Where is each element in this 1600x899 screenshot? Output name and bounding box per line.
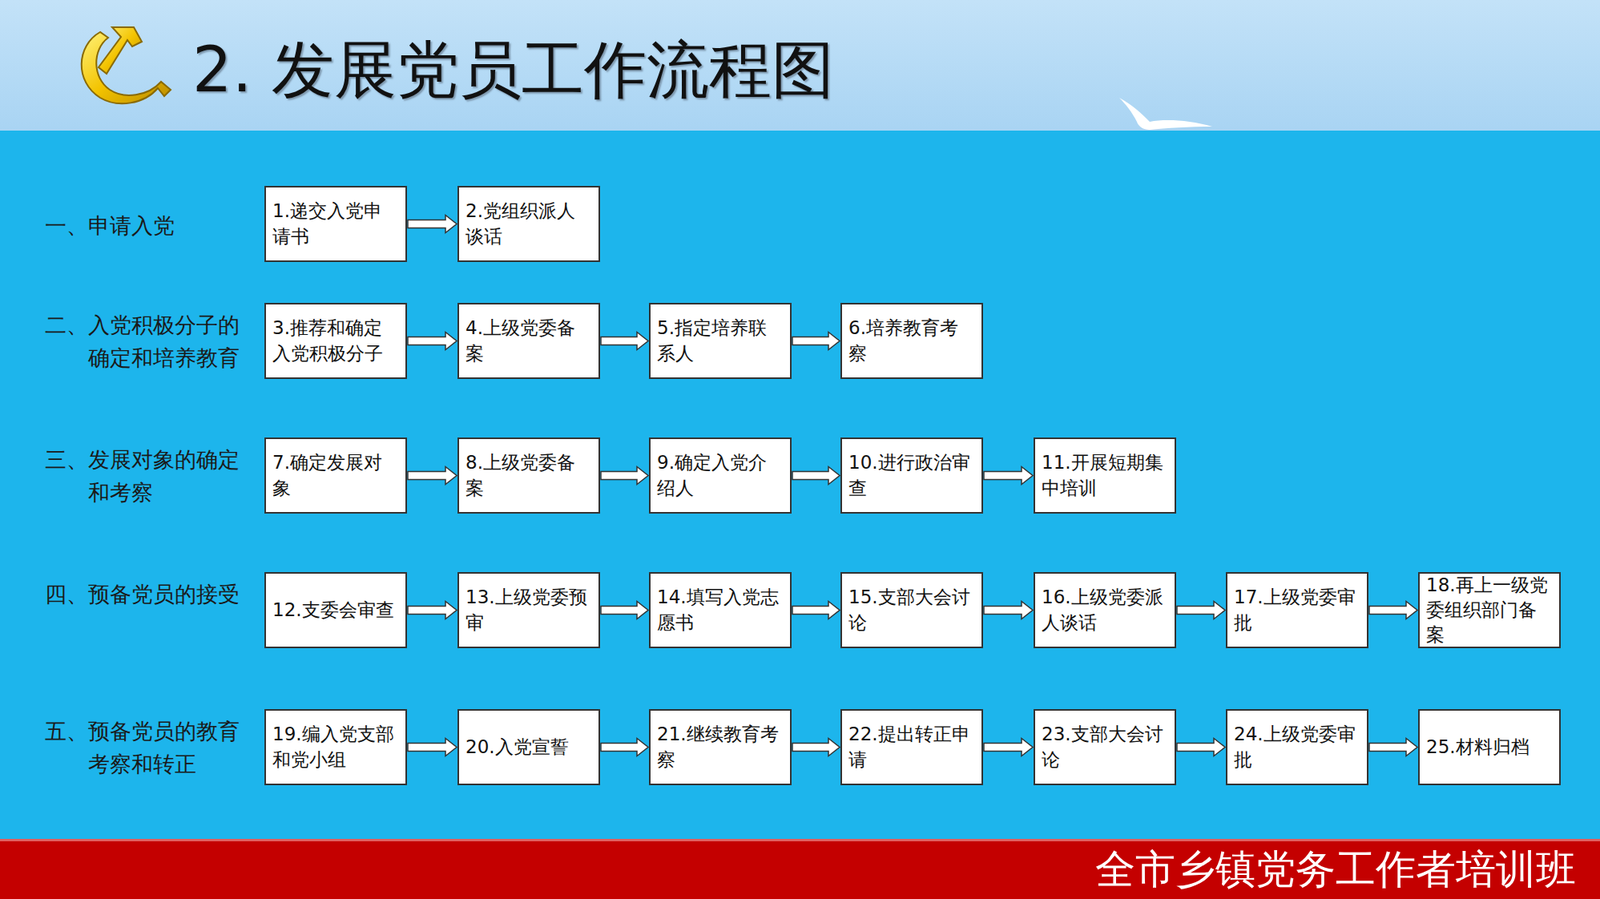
step-text: 1.递交入党申请书 bbox=[272, 198, 399, 249]
step-text: 18.再上一级党委组织部门备案 bbox=[1426, 572, 1553, 648]
stage-label: 五、预备党员的教育考察和转正 bbox=[44, 715, 254, 781]
step-text: 19.编入党支部和党小组 bbox=[272, 721, 399, 772]
process-box: 25.材料归档 bbox=[1418, 709, 1561, 786]
stage-label: 二、入党积极分子的确定和培养教育 bbox=[44, 309, 254, 375]
process-box: 3.推荐和确定入党积极分子 bbox=[264, 302, 408, 379]
step-text: 3.推荐和确定入党积极分子 bbox=[272, 315, 399, 366]
step-text: 11.开展短期集中培训 bbox=[1041, 450, 1169, 500]
flow-arrow bbox=[407, 332, 457, 351]
process-box: 17.上级党委审批 bbox=[1225, 572, 1369, 649]
step-text: 16.上级党委派人谈话 bbox=[1041, 584, 1169, 635]
step-text: 22.提出转正申请 bbox=[848, 721, 976, 772]
step-text: 5.指定培养联系人 bbox=[656, 315, 784, 366]
process-box: 24.上级党委审批 bbox=[1225, 709, 1369, 786]
footer-text: 全市乡镇党务工作者培训班 bbox=[1095, 847, 1576, 892]
flow-arrow bbox=[407, 467, 457, 485]
step-text: 2.党组织派人谈话 bbox=[465, 198, 593, 249]
step-text: 21.继续教育考察 bbox=[656, 721, 784, 772]
process-box: 1.递交入党申请书 bbox=[264, 185, 408, 262]
step-text: 6.培养教育考察 bbox=[848, 315, 976, 366]
process-box: 15.支部大会讨论 bbox=[840, 572, 984, 649]
step-text: 12.支委会审查 bbox=[272, 597, 395, 623]
stage-label: 四、预备党员的接受 bbox=[44, 578, 254, 612]
flow-arrow bbox=[792, 738, 840, 757]
flow-arrow bbox=[983, 467, 1033, 485]
process-box: 2.党组织派人谈话 bbox=[457, 185, 601, 262]
flow-arrow bbox=[1176, 738, 1226, 757]
process-box: 22.提出转正申请 bbox=[840, 709, 984, 786]
step-text: 13.上级党委预审 bbox=[465, 584, 593, 635]
flow-arrow bbox=[1369, 738, 1418, 757]
process-box: 8.上级党委备案 bbox=[457, 437, 601, 514]
flow-arrow bbox=[407, 738, 457, 757]
step-text: 17.上级党委审批 bbox=[1233, 584, 1361, 635]
process-box: 6.培养教育考察 bbox=[840, 302, 984, 379]
flow-arrow bbox=[407, 215, 457, 234]
process-box: 11.开展短期集中培训 bbox=[1033, 437, 1177, 514]
step-text: 8.上级党委备案 bbox=[465, 450, 593, 500]
step-text: 25.材料归档 bbox=[1426, 734, 1530, 760]
step-text: 7.确定发展对象 bbox=[272, 450, 399, 500]
process-box: 7.确定发展对象 bbox=[264, 437, 408, 514]
flow-arrow bbox=[792, 467, 840, 485]
step-text: 9.确定入党介绍人 bbox=[656, 450, 784, 500]
stage-label: 一、申请入党 bbox=[44, 209, 254, 243]
process-box: 16.上级党委派人谈话 bbox=[1033, 572, 1177, 649]
process-box: 18.再上一级党委组织部门备案 bbox=[1418, 572, 1561, 649]
flow-arrow bbox=[407, 601, 457, 620]
process-box: 19.编入党支部和党小组 bbox=[264, 709, 408, 786]
flow-arrow bbox=[1369, 601, 1418, 620]
flow-arrow bbox=[600, 738, 649, 757]
process-box: 12.支委会审查 bbox=[264, 572, 408, 649]
process-box: 4.上级党委备案 bbox=[457, 302, 601, 379]
process-box: 14.填写入党志愿书 bbox=[648, 572, 792, 649]
flow-arrow bbox=[600, 467, 649, 485]
step-text: 14.填写入党志愿书 bbox=[656, 584, 784, 635]
process-box: 5.指定培养联系人 bbox=[648, 302, 792, 379]
process-box: 20.入党宣誓 bbox=[457, 709, 601, 786]
stage-label: 三、发展对象的确定和考察 bbox=[44, 443, 254, 509]
flow-arrow bbox=[792, 332, 840, 351]
step-text: 24.上级党委审批 bbox=[1233, 721, 1361, 772]
process-box: 13.上级党委预审 bbox=[457, 572, 601, 649]
flow-arrow bbox=[600, 332, 649, 351]
process-box: 23.支部大会讨论 bbox=[1033, 709, 1177, 786]
step-text: 4.上级党委备案 bbox=[465, 315, 593, 366]
step-text: 20.入党宣誓 bbox=[465, 734, 569, 760]
step-text: 10.进行政治审查 bbox=[848, 450, 976, 500]
step-text: 15.支部大会讨论 bbox=[848, 584, 976, 635]
page-title: 2. 发展党员工作流程图 bbox=[192, 38, 835, 101]
step-text: 23.支部大会讨论 bbox=[1041, 721, 1169, 772]
flow-arrow bbox=[600, 601, 649, 620]
flow-arrow bbox=[1176, 601, 1226, 620]
flow-arrow bbox=[792, 601, 840, 620]
process-box: 10.进行政治审查 bbox=[840, 437, 984, 514]
flow-arrow bbox=[983, 601, 1033, 620]
process-box: 21.继续教育考察 bbox=[648, 709, 792, 786]
bird-silhouette bbox=[1117, 94, 1214, 133]
flow-arrow bbox=[983, 738, 1033, 757]
party-emblem bbox=[68, 17, 177, 114]
process-box: 9.确定入党介绍人 bbox=[648, 437, 792, 514]
